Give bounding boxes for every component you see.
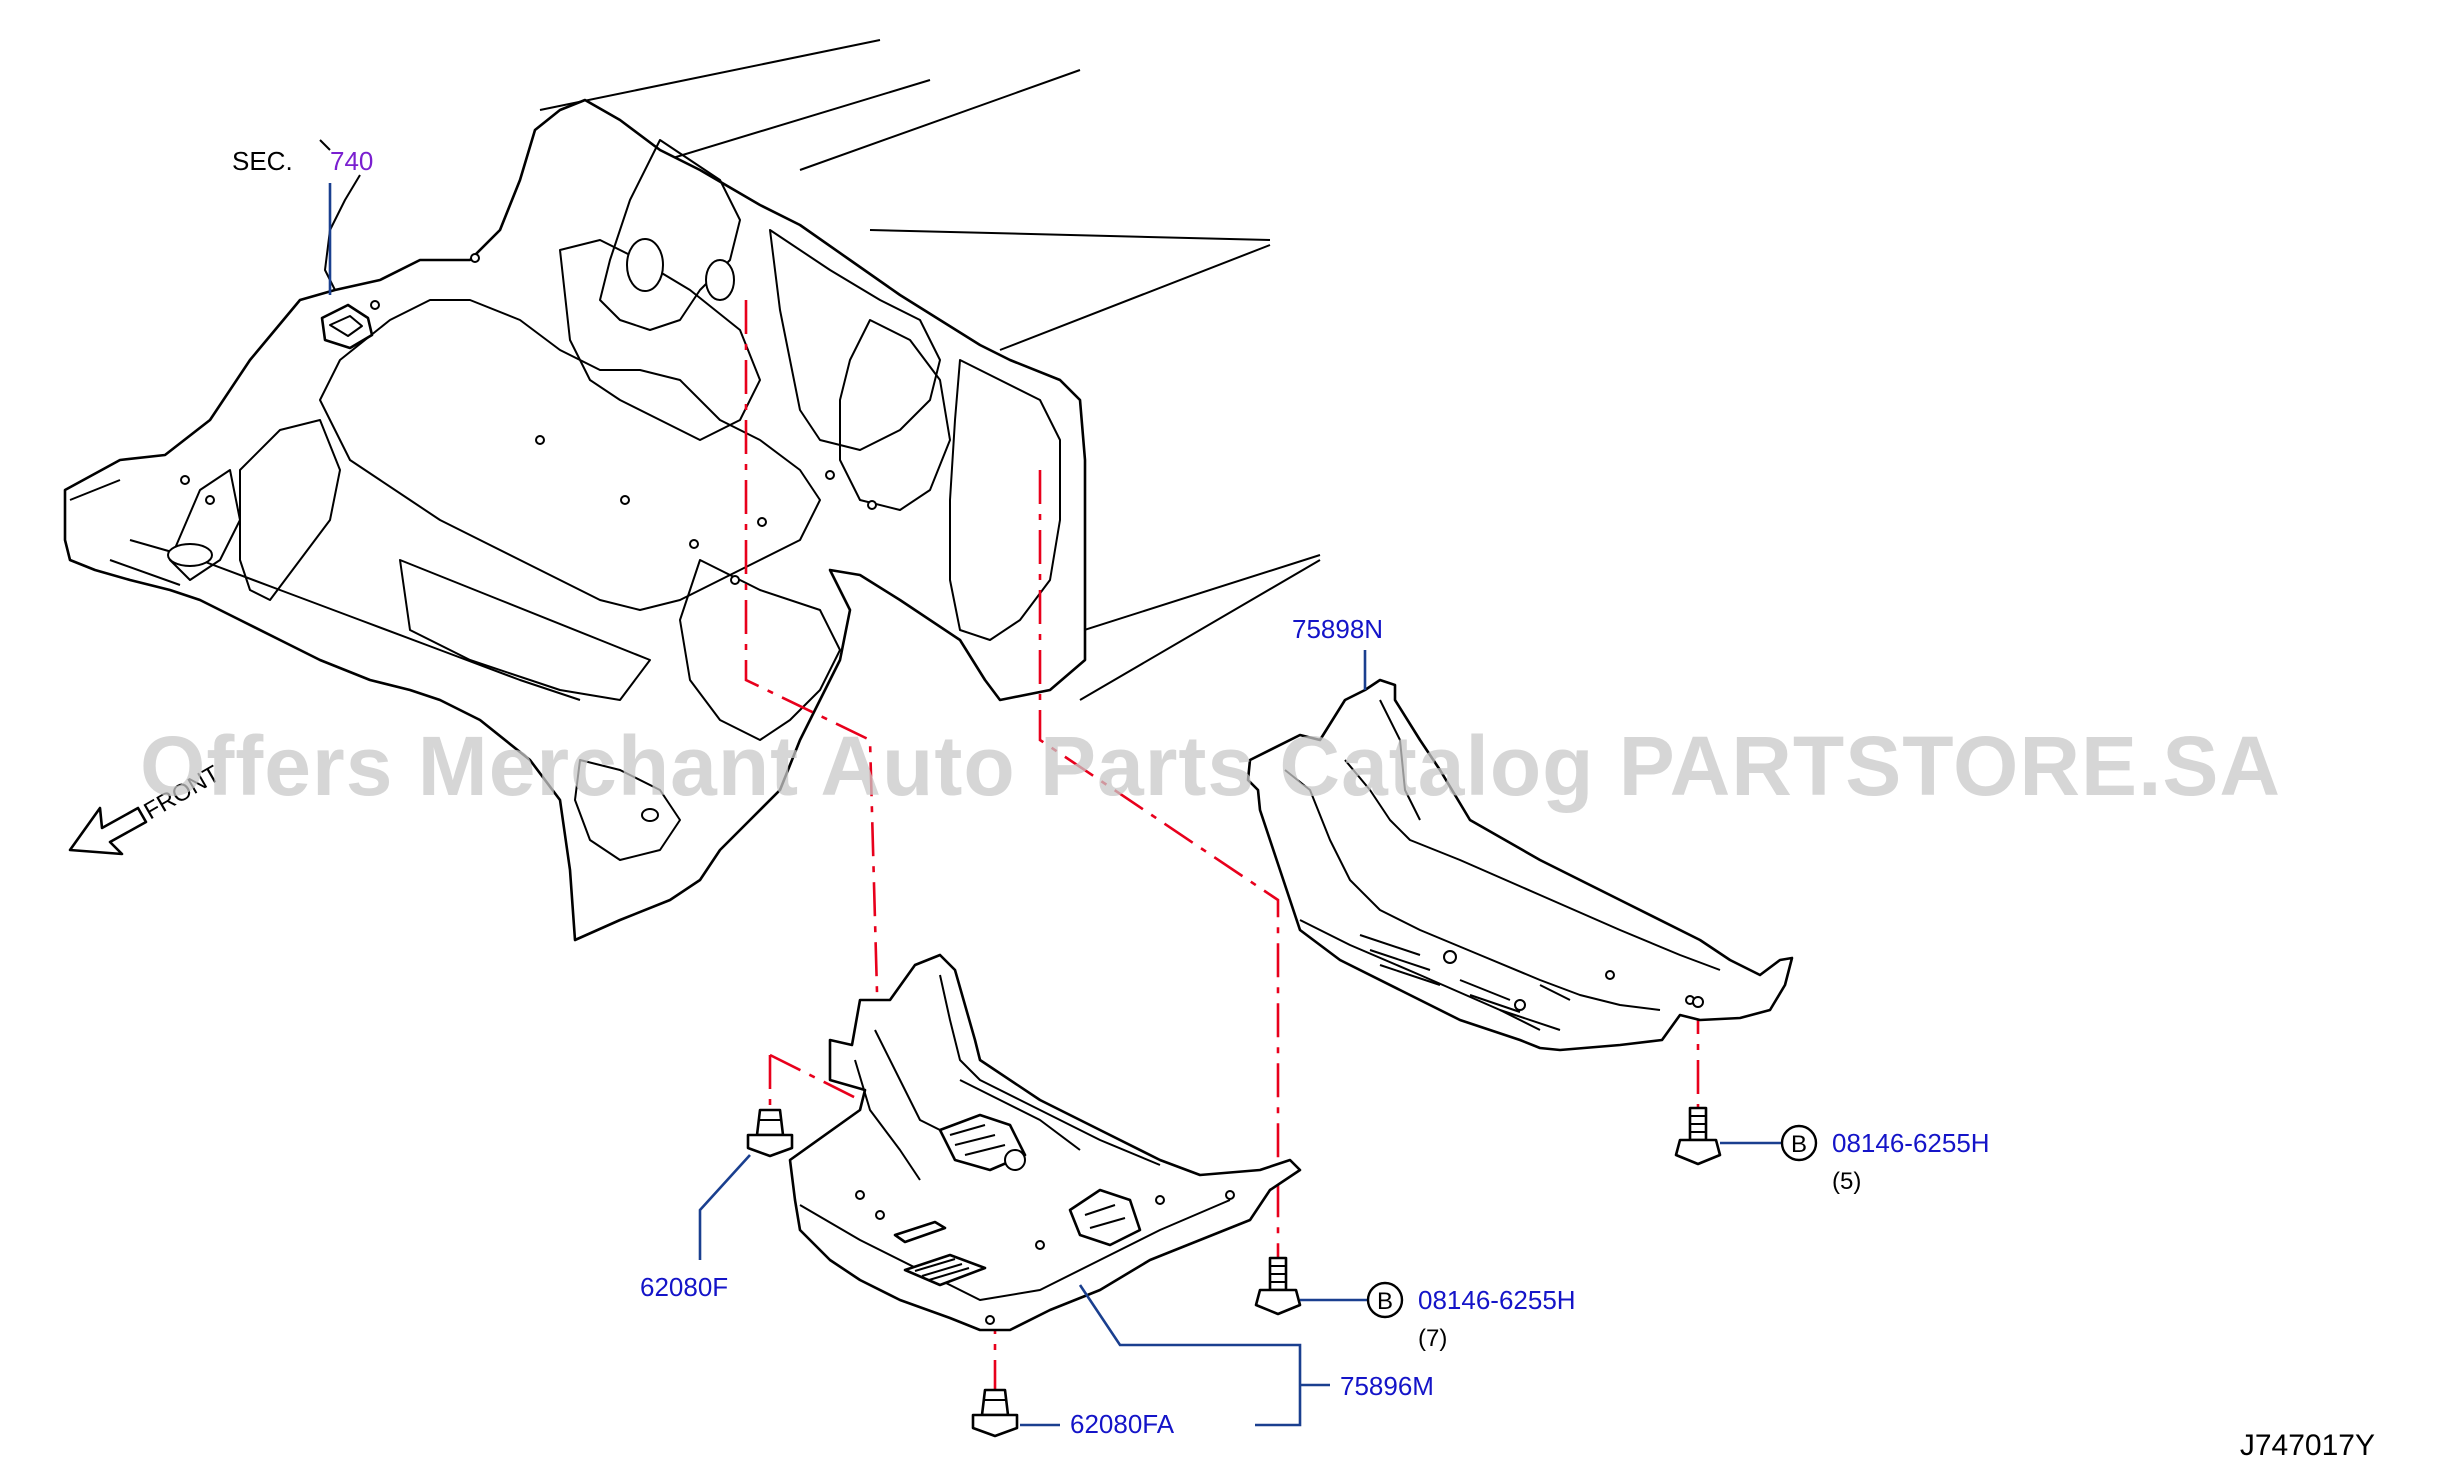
label-75896M: 75896M [1078,1284,1434,1427]
label-62080F: 62080F [640,1154,751,1302]
part-75896M-under-cover [788,953,1302,1332]
callout-bolt-upper: B 08146-6255H (5) [1720,1124,1990,1195]
bolt-upper-marker: B [1791,1131,1807,1158]
part-75898N-side-cover [1246,678,1794,1052]
part-number-75898N[interactable]: 75898N [1292,614,1383,644]
bolt-upper-quantity: (5) [1832,1168,1861,1195]
part-number-75896M[interactable]: 75896M [1340,1371,1434,1401]
part-number-bolt-lower[interactable]: 08146-6255H [1418,1285,1576,1315]
bolt-lower-marker: B [1377,1288,1393,1315]
clip-62080F [746,1108,794,1158]
sec-number-link[interactable]: 740 [330,146,373,176]
watermark: Offers Merchant Auto Parts Catalog PARTS… [140,719,2281,813]
b-marker-circle [1366,1281,1404,1319]
part-number-bolt-upper[interactable]: 08146-6255H [1832,1128,1990,1158]
bolt-lower-quantity: (7) [1418,1325,1447,1352]
bolt-upper [1674,1106,1722,1166]
part-number-62080F[interactable]: 62080F [640,1272,728,1302]
floor-body-structure [63,39,1321,942]
diagram-code: J747017Y [2240,1429,2375,1462]
sec-prefix-label: SEC. [232,146,293,176]
sec-740-callout: SEC. 740 [232,146,373,295]
front-arrow-icon [68,806,148,856]
label-75898N: 75898N [1292,614,1383,690]
bolt-lower [1254,1256,1302,1316]
label-62080FA: 62080FA [1020,1409,1175,1439]
clip-62080FA [971,1388,1019,1438]
callout-bolt-lower: B 08146-6255H (7) [1300,1281,1576,1352]
b-marker-circle [1780,1124,1818,1162]
part-number-62080FA[interactable]: 62080FA [1070,1409,1175,1439]
